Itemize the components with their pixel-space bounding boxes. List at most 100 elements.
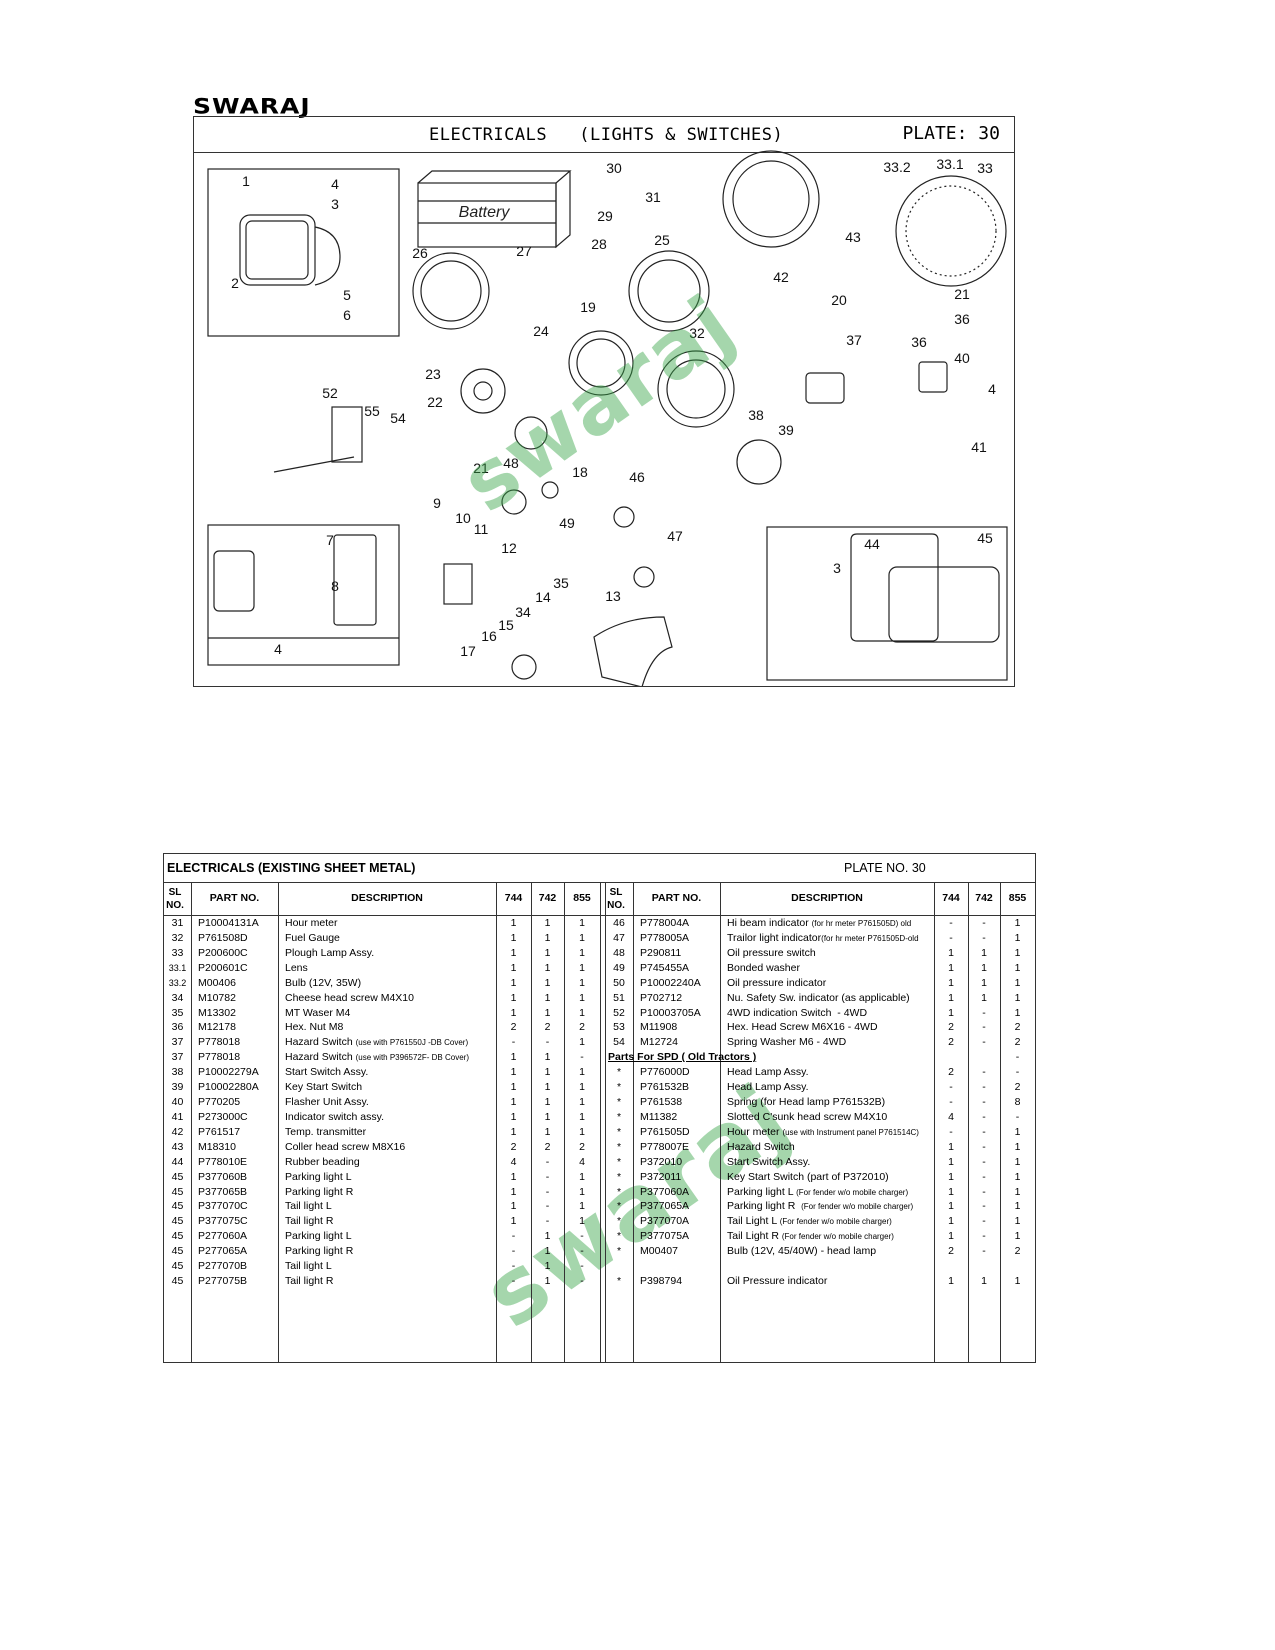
sl-no: * [616, 1200, 622, 1213]
part-no: P10004131A [198, 917, 259, 929]
qty-model-855: 1 [579, 991, 585, 1004]
description-note: (For fender w/o mobile charger) [781, 1232, 894, 1242]
sl-no: 41 [171, 1110, 184, 1123]
qty-model-855: 1 [579, 976, 585, 989]
plate-number: PLATE: 30 [902, 123, 1000, 144]
sl-no: 34 [171, 991, 184, 1004]
part-no: P10003705A [640, 1006, 701, 1019]
callout-6: 6 [343, 307, 351, 323]
part-no: P277060A [198, 1230, 248, 1243]
qty-model-744: 1 [948, 1215, 954, 1228]
qty-model-742: - [982, 1245, 986, 1258]
callout-23: 23 [425, 366, 441, 382]
callout-7: 7 [326, 532, 334, 548]
sl-no small: 33.1 [168, 962, 187, 973]
header-m1: 744 [504, 892, 523, 904]
description-note: (use with P396572F- DB Cover) [355, 1053, 469, 1063]
part-no: P761505D [640, 1125, 690, 1138]
qty-model-742: - [982, 917, 986, 929]
part-no: P377070A [640, 1215, 690, 1228]
sl-no: * [616, 1275, 622, 1288]
callout-43: 43 [845, 229, 861, 245]
description: Hex. Head Screw M6X16 - 4WD [727, 1020, 878, 1035]
callout-33-2: 33.2 [883, 159, 910, 175]
description: 4WD indication Switch - 4WD [727, 1006, 867, 1021]
qty-model-855: - [580, 1051, 584, 1064]
description: Fuel Gauge [285, 931, 340, 946]
qty-model-855: 1 [579, 931, 585, 944]
description-text: Flasher Unit Assy. [285, 1096, 369, 1109]
callout-32: 32 [689, 325, 705, 341]
description-text: Bulb (12V, 35W) [285, 976, 362, 989]
part-no: M00407 [640, 1245, 678, 1258]
description-text: Nu. Safety Sw. indicator (as applicable) [727, 991, 910, 1004]
part-no: P745455A [640, 961, 690, 974]
part-no: P761538 [640, 1096, 683, 1109]
part-no: P377065A [640, 1200, 690, 1213]
description: Hi beam indicator (for hr meter P761505D… [727, 916, 911, 931]
fuse-box-inset-box [207, 524, 400, 666]
qty-model-742: 1 [544, 1066, 551, 1079]
part-no: P398794 [640, 1275, 683, 1288]
column-divider [564, 882, 565, 1362]
description-text: Tail Light R [727, 1230, 782, 1243]
callout-42: 42 [773, 269, 789, 285]
qty-model-742: 1 [544, 1096, 551, 1109]
qty-model-744: 1 [510, 1051, 517, 1064]
description-text: Oil pressure indicator [727, 976, 827, 989]
qty-model-855: 2 [1014, 1245, 1021, 1258]
description: Indicator switch assy. [285, 1110, 384, 1125]
plate-title: ELECTRICALS (LIGHTS & SWITCHES) [429, 125, 784, 145]
description-text: 4WD indication Switch - 4WD [727, 1006, 868, 1019]
qty-model-742: 1 [544, 1230, 551, 1243]
table-plate-number: PLATE NO. 30 [844, 861, 926, 875]
qty-model-855: 1 [579, 1185, 585, 1198]
description: Parking light R [285, 1185, 353, 1200]
description: Head Lamp Assy. [727, 1065, 809, 1080]
qty-model-744: 1 [510, 1096, 517, 1109]
sl-no: 48 [613, 946, 625, 959]
description-text: Spring (for Head lamp P761532B) [727, 1096, 886, 1109]
description-text: Key Start Switch [285, 1081, 363, 1094]
qty-model-744: 4 [510, 1155, 517, 1168]
qty-model-855: 1 [579, 1081, 585, 1094]
callout-3: 3 [833, 560, 841, 576]
part-no: P778018 [198, 1036, 241, 1049]
description: Oil pressure switch [727, 946, 816, 961]
header-part: PART NO. [651, 892, 702, 904]
fuse-holder-drawing [213, 550, 255, 612]
callout-18: 18 [572, 464, 588, 480]
qty-model-744: 1 [948, 1006, 954, 1019]
callout-29: 29 [597, 208, 613, 224]
callout-33-1: 33.1 [936, 156, 963, 172]
callout-52: 52 [322, 385, 338, 401]
qty-model-744: 2 [948, 1066, 954, 1079]
sl-no: * [616, 1155, 622, 1168]
qty-model-742: 2 [544, 1140, 551, 1153]
column-divider [968, 882, 969, 1362]
qty-model-742: 1 [544, 1006, 551, 1019]
description-text: Tail Light L [727, 1215, 780, 1228]
description-text: Tail light R [285, 1275, 334, 1288]
callout-54: 54 [390, 410, 406, 426]
part-no: M11908 [640, 1021, 678, 1034]
column-divider [934, 882, 935, 1362]
qty-model-744: - [511, 1245, 516, 1258]
description-text: Tail light R [285, 1215, 334, 1228]
header-desc: DESCRIPTION [351, 892, 423, 904]
qty-model-855: 1 [579, 1200, 585, 1213]
description-text: Hazard Switch [285, 1036, 356, 1049]
column-divider [496, 882, 497, 1362]
qty-model-742: - [982, 1125, 986, 1138]
fuel-gauge-drawing [412, 252, 490, 330]
qty-model-855: 1 [1014, 1170, 1021, 1183]
callout-12: 12 [501, 540, 517, 556]
description: Parking light L [285, 1229, 352, 1244]
qty-model-744: 1 [510, 917, 517, 929]
callout-8: 8 [331, 578, 339, 594]
description: Plough Lamp Assy. [285, 946, 374, 961]
qty-model-742: 2 [544, 1021, 551, 1034]
qty-model-742: 1 [544, 917, 551, 929]
callout-3: 3 [331, 196, 339, 212]
part-no: P377070C [198, 1200, 248, 1213]
